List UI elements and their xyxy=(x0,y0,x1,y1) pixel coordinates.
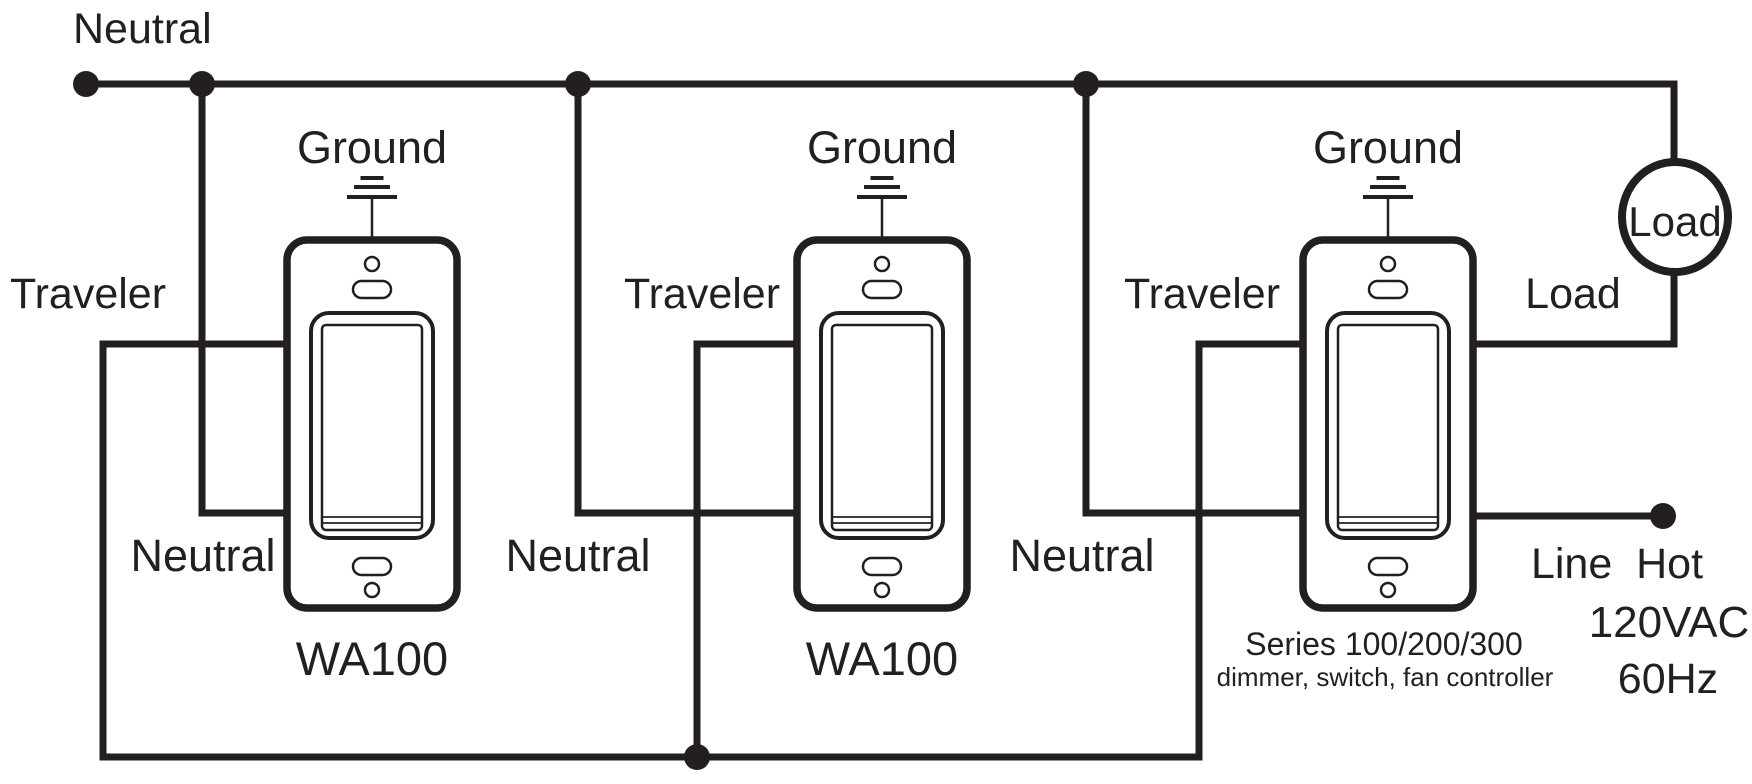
wire-end-dot-neutral-left xyxy=(73,71,99,97)
line-hot-label: Line Hot xyxy=(1531,540,1703,588)
switch2-traveler-label: Traveler xyxy=(624,270,780,318)
load-circle-icon xyxy=(1618,158,1732,276)
switch3-load-terminal-label: Load xyxy=(1525,270,1621,318)
switch1-model-label: WA100 xyxy=(296,632,448,685)
switch1-traveler-label: Traveler xyxy=(10,270,166,318)
ground-icon xyxy=(345,176,399,242)
switch1-neutral-label: Neutral xyxy=(130,530,275,581)
switch2-neutral-label: Neutral xyxy=(505,530,650,581)
switch2-model-label: WA100 xyxy=(806,632,958,685)
neutral-bus-label: Neutral xyxy=(73,5,212,53)
switch2-ground-label: Ground xyxy=(807,122,957,173)
wire-end-dot-line-hot xyxy=(1650,503,1676,529)
switch1-neutral-wire xyxy=(198,84,288,517)
traveler-bus-wire xyxy=(99,340,1304,761)
junction-dot-neutral-1 xyxy=(189,71,215,97)
switch3-neutral-wire xyxy=(1082,84,1304,517)
switch2-traveler-wire xyxy=(693,340,798,757)
switch3-neutral-label: Neutral xyxy=(1009,530,1154,581)
load-wire xyxy=(1472,272,1678,348)
switch3-traveler-label: Traveler xyxy=(1124,270,1280,318)
switch-1-glyph xyxy=(287,240,457,608)
neutral-bus-wire xyxy=(86,80,1678,161)
junction-dot-traveler-bus xyxy=(684,744,710,770)
junction-dot-neutral-2 xyxy=(565,71,591,97)
switch3-model-subtitle: dimmer, switch, fan controller xyxy=(1217,662,1554,692)
switch2-neutral-wire xyxy=(574,84,798,517)
voltage-label: 120VAC xyxy=(1589,598,1750,647)
junction-dot-neutral-3 xyxy=(1073,71,1099,97)
switch3-model-label: Series 100/200/300 xyxy=(1245,626,1523,662)
frequency-label: 60Hz xyxy=(1618,655,1718,703)
switch3-ground-label: Ground xyxy=(1313,122,1463,173)
switch1-ground-label: Ground xyxy=(297,122,447,173)
ground-icon xyxy=(1361,176,1415,242)
switch-3-glyph xyxy=(1303,240,1473,608)
ground-icon xyxy=(855,176,909,242)
load-circle-label: Load xyxy=(1628,198,1721,245)
switch-2-glyph xyxy=(797,240,967,608)
